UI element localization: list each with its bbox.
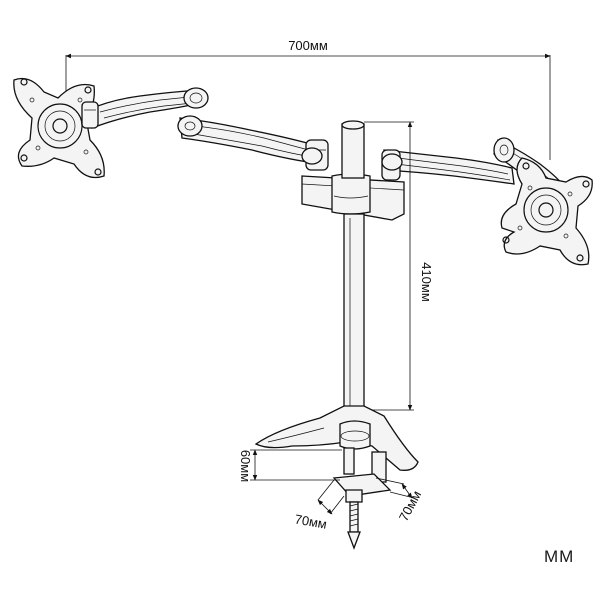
height-dimension: 410мм: [364, 121, 434, 411]
base: [254, 405, 419, 471]
clamp-screw: [347, 501, 361, 550]
left-vesa-plate: [13, 77, 105, 179]
desk-clamp: [332, 447, 392, 550]
clamp-width-label-b: 70мм: [396, 488, 424, 524]
right-inner-arm: [381, 149, 515, 185]
clamp-width-label-a: 70мм: [294, 511, 329, 531]
central-hub: [301, 147, 405, 221]
width-dimension: 700мм: [65, 38, 551, 160]
clamp-depth-label: 60мм: [238, 450, 253, 482]
clamp-width-dimension-a: 70мм: [294, 479, 345, 532]
pole: [341, 120, 365, 429]
width-label: 700мм: [288, 38, 328, 53]
height-label: 410мм: [419, 262, 434, 302]
left-outer-arm: [81, 87, 209, 129]
unit-label: MM: [544, 547, 575, 566]
clamp-depth-dimension: 60мм: [238, 449, 342, 482]
right-vesa-plate: [500, 157, 593, 266]
